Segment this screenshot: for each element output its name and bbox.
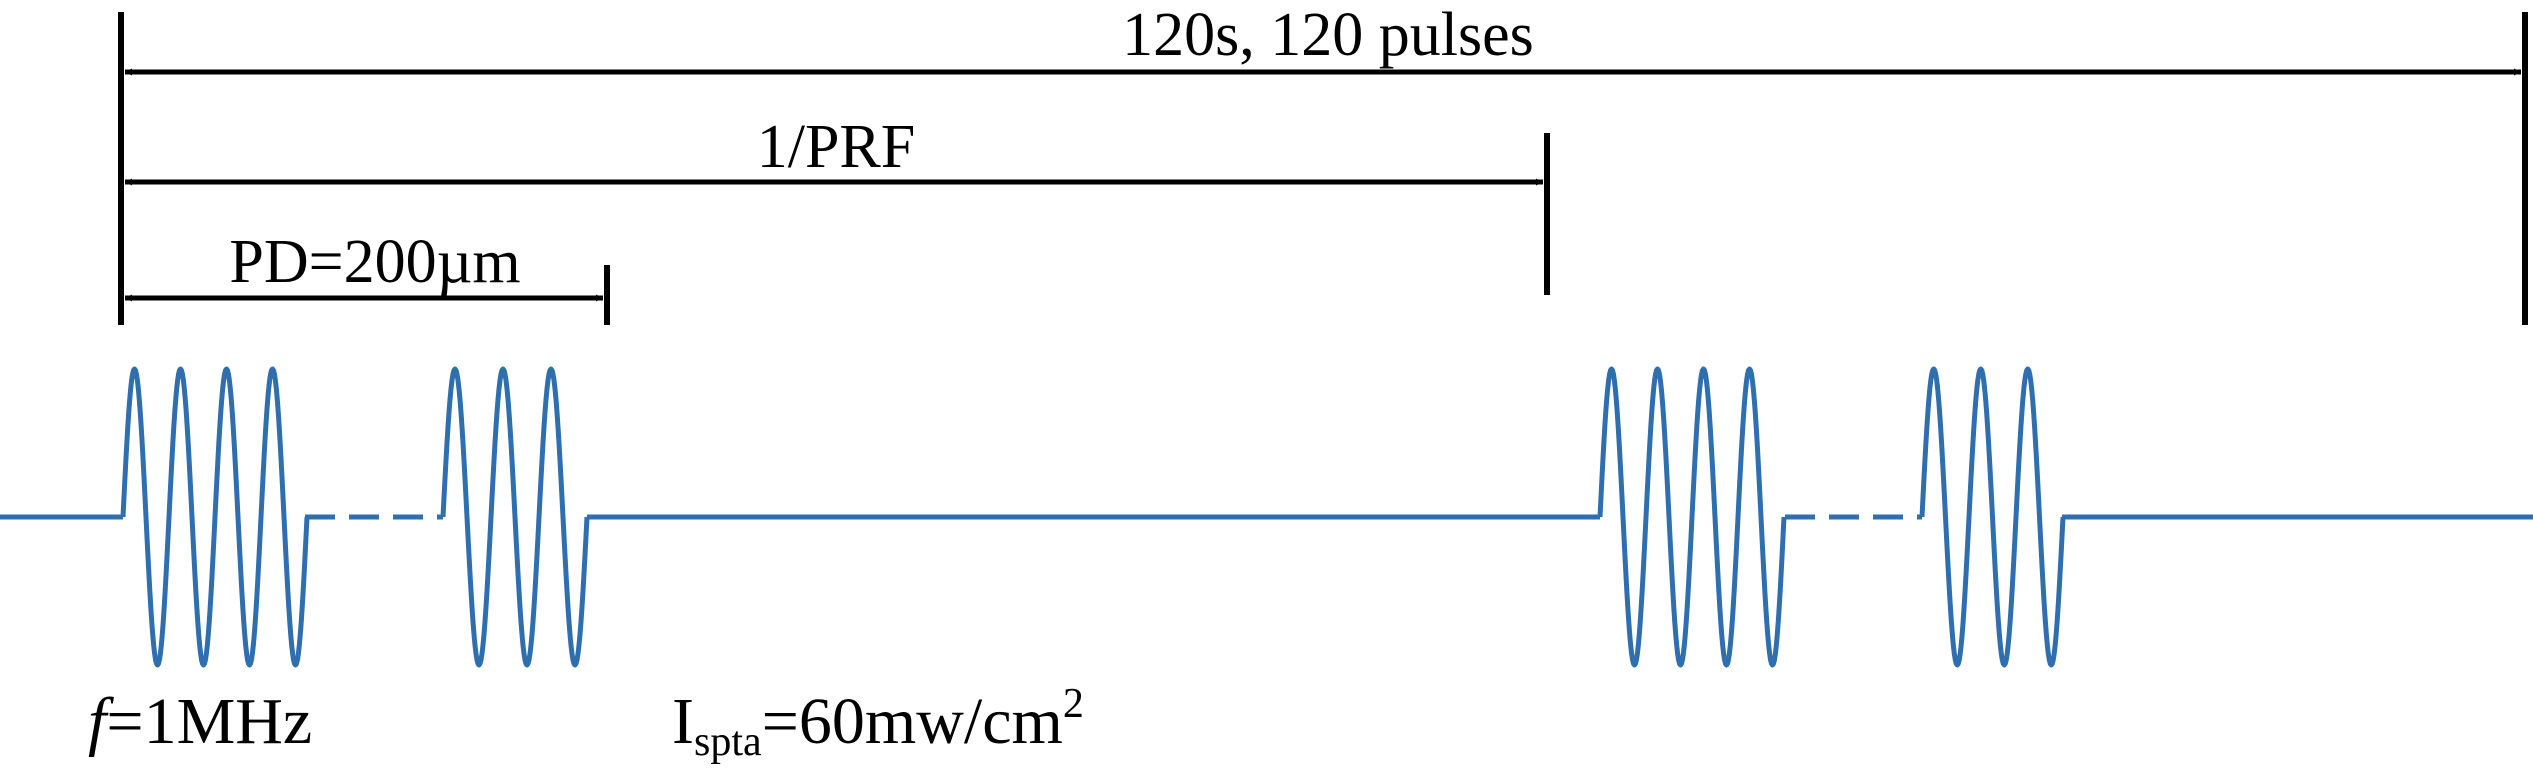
dimension-arrows bbox=[125, 68, 2521, 302]
intensity-exponent: 2 bbox=[1063, 681, 1084, 727]
total-duration-label: 120s, 120 pulses bbox=[1122, 1, 1534, 69]
tone-burst bbox=[120, 366, 310, 668]
tone-burst bbox=[1919, 366, 2066, 668]
period-label: 1/PRF bbox=[757, 113, 916, 181]
intensity-value: =60mw/cm bbox=[762, 685, 1063, 758]
frequency-value: =1MHz bbox=[106, 685, 312, 758]
signal-waveform bbox=[0, 366, 2533, 668]
intensity-label: Ispta=60mw/cm2 bbox=[672, 681, 1084, 765]
pulse-duration-label: PD=200µm bbox=[229, 228, 520, 296]
intensity-symbol: I bbox=[672, 685, 694, 758]
annotations bbox=[118, 12, 2528, 325]
frequency-label: f=1MHz bbox=[88, 685, 312, 758]
intensity-subscript: spta bbox=[694, 719, 762, 765]
tone-burst bbox=[1597, 366, 1787, 668]
tone-burst bbox=[440, 366, 590, 668]
